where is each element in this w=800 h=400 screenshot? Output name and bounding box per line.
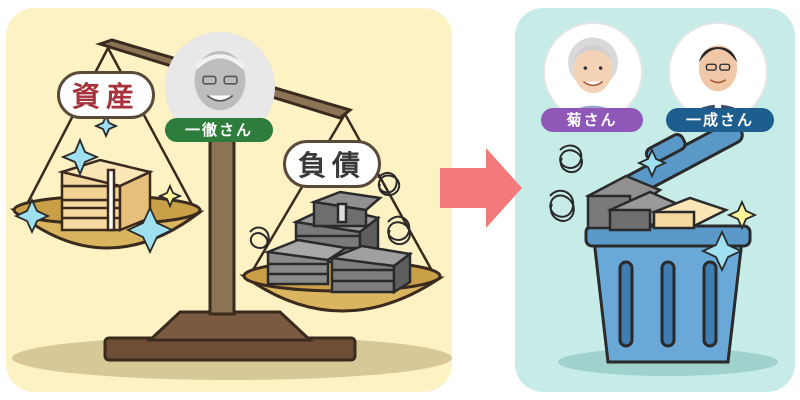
money-bundle-icon (57, 158, 154, 232)
debt-bundle-icon (263, 190, 414, 295)
discarded-money-bundle (650, 196, 730, 230)
elderly-woman-portrait-icon (545, 24, 641, 120)
sparkle-icon-right (636, 147, 758, 273)
man-portrait-icon (670, 24, 766, 120)
sparkle-icon (13, 113, 183, 255)
trash-can-icon (584, 120, 752, 364)
name-tag-kiku: 菊さん (541, 108, 643, 132)
assets-label: 資産 (57, 71, 155, 119)
name-tag-kazunari: 一成さん (666, 108, 774, 132)
right-arrow-icon (440, 148, 522, 228)
discarded-debt-bundles (584, 174, 685, 232)
tangle-scribble-icon (249, 171, 411, 250)
avatar-kiku (543, 22, 643, 122)
avatar-kazunari (668, 22, 768, 122)
tangle-scribble-icon-right (549, 144, 583, 222)
liabilities-label: 負債 (283, 140, 381, 188)
name-tag-ittetsu: 一徹さん (165, 118, 273, 142)
